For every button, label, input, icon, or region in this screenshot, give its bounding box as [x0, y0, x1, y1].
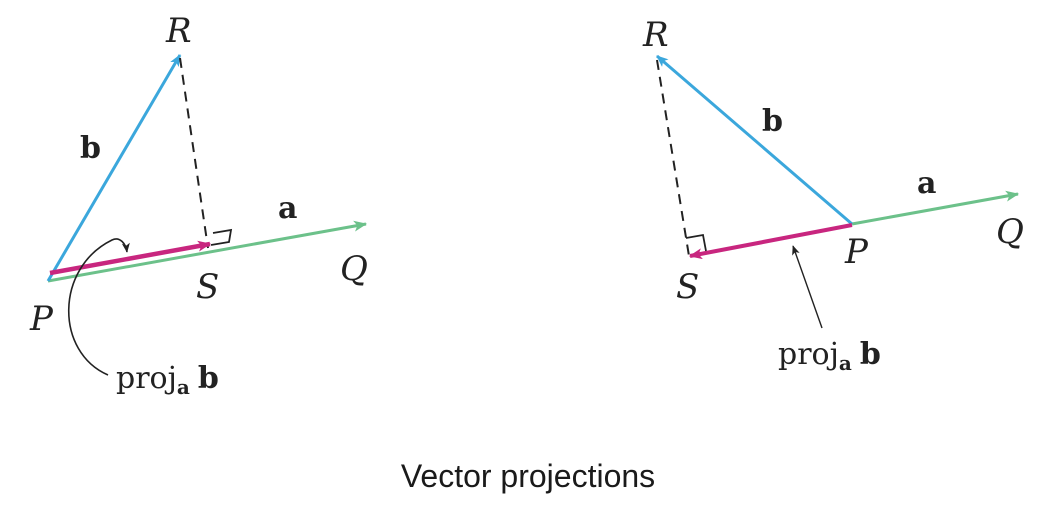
right-perpendicular-dashed — [656, 59, 690, 257]
right-right-angle-marker — [685, 233, 707, 252]
left-vector-b-arrow — [46, 54, 182, 282]
left-perpendicular-dashed — [179, 57, 209, 249]
left-point-Q-label: Q — [340, 249, 368, 289]
left-vector-b-label: b — [80, 131, 101, 166]
left-proj-vec-text: b — [198, 361, 219, 396]
left-vector-a-arrow — [47, 220, 368, 283]
right-point-R-label: R — [642, 15, 669, 55]
right-point-S-label: S — [676, 267, 699, 307]
right-proj-sub-text: a — [839, 351, 852, 375]
right-projection-pointer — [792, 245, 823, 329]
figure-caption: Vector projections — [400, 458, 656, 494]
right-vector-b-label: b — [762, 104, 783, 139]
right-vector-b-arrow — [656, 54, 853, 226]
right-proj-vec-text: b — [860, 337, 881, 372]
right-vector-a-arrow — [851, 190, 1020, 226]
left-point-S-label: S — [196, 267, 219, 307]
left-projection-pointer — [68, 238, 130, 376]
left-projection-arrow — [49, 240, 212, 276]
left-proj-main-text: proj — [116, 361, 177, 396]
left-right-angle-marker — [210, 228, 233, 246]
left-point-P-label: P — [29, 299, 54, 339]
right-vector-a-label: a — [917, 166, 936, 201]
right-point-P-label: P — [844, 232, 869, 272]
right-proj-main-text: proj — [778, 337, 839, 372]
left-point-R-label: R — [165, 11, 192, 51]
right-point-Q-label: Q — [996, 212, 1024, 252]
left-vector-a-label: a — [278, 191, 297, 226]
left-proj-sub-text: a — [177, 375, 190, 399]
right-projection-arrow — [688, 223, 853, 260]
